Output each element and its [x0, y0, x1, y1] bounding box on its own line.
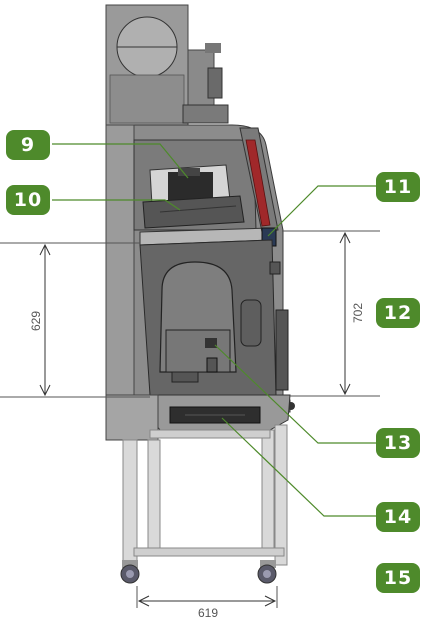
callout-15: 15	[376, 563, 420, 593]
callout-11: 11	[376, 172, 420, 202]
callout-12: 12	[376, 298, 420, 328]
dimension-bottom	[136, 586, 278, 608]
dimension-bottom-label: 619	[198, 606, 218, 620]
cabinet-illustration	[105, 4, 295, 441]
leader-13	[214, 344, 377, 444]
callout-9: 9	[6, 130, 50, 160]
callout-13: 13	[376, 428, 420, 458]
leader-9	[52, 143, 189, 179]
leader-14	[221, 417, 377, 517]
dimension-left	[0, 242, 150, 398]
leader-11	[267, 185, 377, 237]
callout-10: 10	[6, 185, 50, 215]
dimension-right	[282, 230, 380, 397]
leader-10	[52, 199, 181, 211]
support-stand	[120, 424, 288, 584]
dimension-left-label: 629	[29, 311, 43, 331]
callout-14: 14	[376, 502, 420, 532]
dimension-right-label: 702	[351, 303, 365, 323]
